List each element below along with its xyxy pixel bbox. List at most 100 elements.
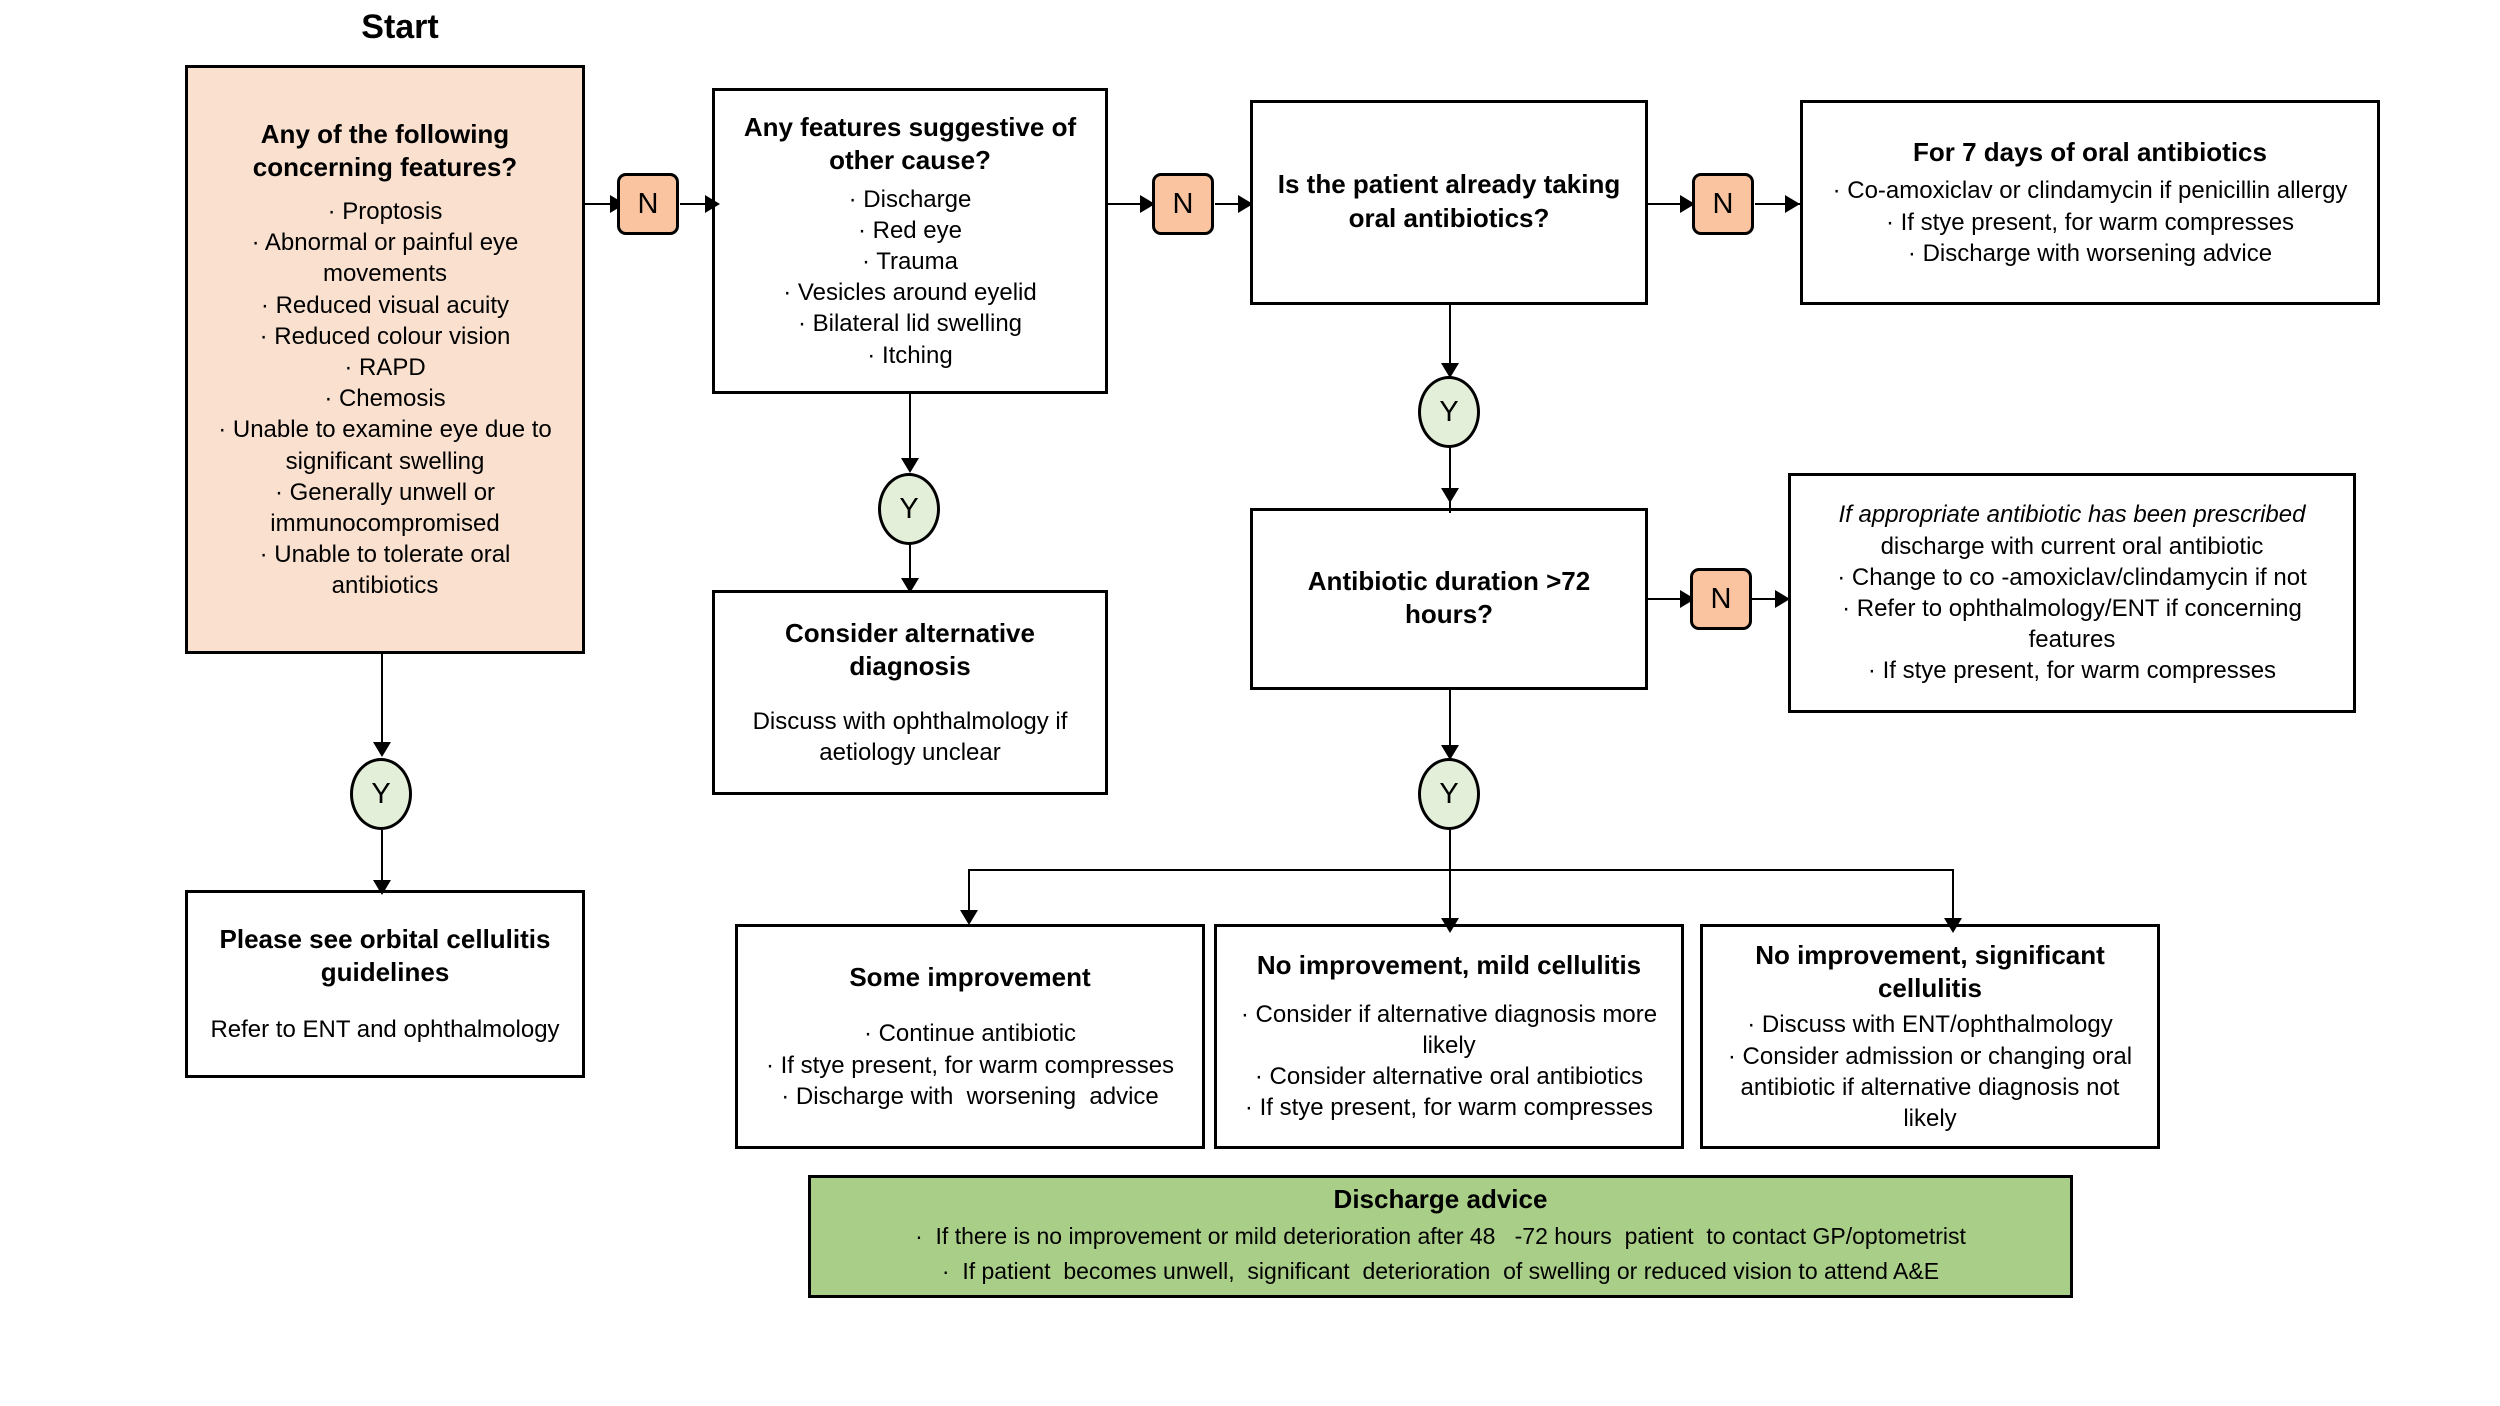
- arrowhead-to-seven-days: [1785, 195, 1800, 213]
- title-line: Any features suggestive of: [743, 112, 1077, 143]
- arrowhead-to-y4: [1441, 745, 1459, 760]
- node-orbital-cellulitis-guidelines[interactable]: Please see orbital cellulitis guidelines…: [185, 890, 585, 1078]
- body-line: · If patient becomes unwell, significant…: [941, 1258, 1940, 1285]
- node-discharge-advice[interactable]: Discharge advice · If there is no improv…: [808, 1175, 2073, 1298]
- connector-y4-to-bus: [1449, 826, 1451, 870]
- node-alternative-diagnosis[interactable]: Consider alternative diagnosis Discuss w…: [712, 590, 1108, 795]
- badge-yes-1[interactable]: Y: [350, 758, 412, 830]
- node-antibiotic-duration[interactable]: Antibiotic duration >72 hours?: [1250, 508, 1648, 690]
- node-seven-days-title: For 7 days of oral antibiotics: [1913, 136, 2267, 169]
- body-line: · Discharge with worsening advice: [1907, 239, 2273, 267]
- node-orbital-cellulitis-body: Refer to ENT and ophthalmology: [210, 1014, 559, 1045]
- badge-yes-4[interactable]: Y: [1418, 758, 1480, 830]
- body-line: significant swelling: [285, 447, 485, 475]
- node-no-improvement-significant[interactable]: No improvement, significant cellulitis ·…: [1700, 924, 2160, 1149]
- body-line: aetiology unclear: [819, 738, 1001, 766]
- body-line: · Reduced colour vision: [259, 322, 511, 350]
- connector-already-taking-to-y3: [1449, 305, 1451, 375]
- node-some-improvement-body: · Continue antibiotic · If stye present,…: [766, 1018, 1174, 1112]
- title-line: guidelines: [320, 957, 450, 988]
- body-line: · Trauma: [861, 248, 958, 276]
- body-line: · If there is no improvement or mild det…: [915, 1222, 1966, 1249]
- body-line: · If stye present, for warm compresses: [1867, 657, 2277, 685]
- body-line: movements: [322, 260, 448, 288]
- body-line: likely: [1903, 1104, 1957, 1132]
- body-line: · Proptosis: [327, 198, 443, 226]
- body-line: · Vesicles around eyelid: [783, 279, 1037, 307]
- body-line: · Red eye: [857, 216, 963, 244]
- body-line: · Discharge: [848, 185, 972, 213]
- connector-duration-to-y4: [1449, 690, 1451, 758]
- title-line: Antibiotic duration >72: [1307, 565, 1591, 596]
- body-line: · RAPD: [344, 353, 426, 381]
- arrowhead-to-some-improvement: [960, 910, 978, 925]
- arrowhead-to-alt-diagnosis: [901, 578, 919, 593]
- title-line: Is the patient already: [1277, 169, 1537, 200]
- body-line: antibiotics: [331, 572, 439, 600]
- node-appropriate-antibiotic[interactable]: If appropriate antibiotic has been presc…: [1788, 473, 2356, 713]
- arrowhead-to-y2: [901, 458, 919, 473]
- body-line: · Consider alternative oral antibiotics: [1254, 1063, 1644, 1091]
- arrowhead-to-y1: [373, 742, 391, 757]
- node-alternative-diagnosis-body: Discuss with ophthalmology if aetiology …: [753, 706, 1068, 768]
- connector-bus-to-significant: [1952, 869, 1954, 929]
- node-other-cause-body: · Discharge · Red eye · Trauma · Vesicle…: [783, 184, 1036, 371]
- arrowhead-to-n3: [1680, 195, 1695, 213]
- badge-yes-2[interactable]: Y: [878, 473, 940, 545]
- node-other-cause-title: Any features suggestive of other cause?: [725, 111, 1095, 178]
- node-some-improvement[interactable]: Some improvement · Continue antibiotic ·…: [735, 924, 1205, 1149]
- body-line: Discuss with ophthalmology if: [752, 707, 1068, 735]
- node-already-taking-title: Is the patient already taking oral antib…: [1263, 168, 1635, 235]
- node-alternative-diagnosis-title: Consider alternative diagnosis: [725, 617, 1095, 684]
- badge-yes-3[interactable]: Y: [1418, 376, 1480, 448]
- body-line: · Itching: [867, 341, 953, 369]
- body-line: antibiotic if alternative diagnosis not: [1740, 1073, 2120, 1101]
- body-line: immunocompromised: [270, 509, 500, 537]
- body-line: · Chemosis: [324, 385, 446, 413]
- body-line-italic: If appropriate antibiotic has been presc…: [1838, 501, 2306, 529]
- body-line: discharge with current oral antibiotic: [1880, 532, 2264, 560]
- title-line: other cause?: [829, 145, 991, 176]
- arrowhead-to-y3: [1441, 363, 1459, 378]
- title-line: Consider alternative: [785, 618, 1035, 649]
- body-line: · Discuss with ENT/ophthalmology: [1747, 1011, 2113, 1039]
- body-line: · Consider if alternative diagnosis more: [1240, 1000, 1658, 1028]
- node-other-cause[interactable]: Any features suggestive of other cause? …: [712, 88, 1108, 394]
- arrowhead-to-orbital: [373, 880, 391, 895]
- body-line: · Co-amoxiclav or clindamycin if penicil…: [1832, 177, 2348, 205]
- body-line: · Reduced visual acuity: [260, 291, 510, 319]
- connector-other-cause-to-n2: [1108, 203, 1148, 205]
- node-seven-days-body: · Co-amoxiclav or clindamycin if penicil…: [1833, 175, 2348, 269]
- node-no-improvement-mild[interactable]: No improvement, mild cellulitis · Consid…: [1214, 924, 1684, 1149]
- connector-n4-to-appropriate: [1748, 598, 1788, 600]
- body-line: likely: [1422, 1031, 1476, 1059]
- title-line: No improvement, mild cellulitis: [1256, 950, 1642, 981]
- node-no-improvement-significant-title: No improvement, significant cellulitis: [1713, 939, 2147, 1006]
- body-line: · If stye present, for warm compresses: [1885, 208, 2295, 236]
- title-line: Some improvement: [849, 962, 1091, 993]
- body-line: Refer to ENT and ophthalmology: [210, 1015, 560, 1043]
- badge-no-4[interactable]: N: [1690, 568, 1752, 630]
- node-already-taking-antibiotics[interactable]: Is the patient already taking oral antib…: [1250, 100, 1648, 305]
- arrowhead-to-n2: [1140, 195, 1155, 213]
- badge-no-3[interactable]: N: [1692, 173, 1754, 235]
- node-some-improvement-title: Some improvement: [849, 961, 1090, 994]
- connector-bus-to-some-improvement: [968, 869, 970, 921]
- badge-no-1-label: N: [637, 187, 659, 220]
- badge-no-1[interactable]: N: [617, 173, 679, 235]
- node-appropriate-antibiotic-body: If appropriate antibiotic has been presc…: [1837, 499, 2307, 686]
- badge-yes-1-label: Y: [371, 777, 391, 810]
- node-orbital-cellulitis-title: Please see orbital cellulitis guidelines: [198, 923, 572, 990]
- connector-duration-to-n4: [1648, 598, 1688, 600]
- node-concerning-features[interactable]: Any of the following concerning features…: [185, 65, 585, 654]
- page-title: Start: [361, 8, 439, 46]
- arrowhead-to-other-cause: [705, 195, 720, 213]
- badge-no-2[interactable]: N: [1152, 173, 1214, 235]
- arrowhead-to-duration: [1441, 488, 1459, 503]
- title-line: Please see orbital cellulitis: [219, 924, 551, 955]
- node-seven-days-antibiotics[interactable]: For 7 days of oral antibiotics · Co-amox…: [1800, 100, 2380, 305]
- title-line: Any of the following: [260, 118, 510, 149]
- body-line: · Consider admission or changing oral: [1727, 1042, 2133, 1070]
- body-line: · If stye present, for warm compresses: [765, 1051, 1175, 1079]
